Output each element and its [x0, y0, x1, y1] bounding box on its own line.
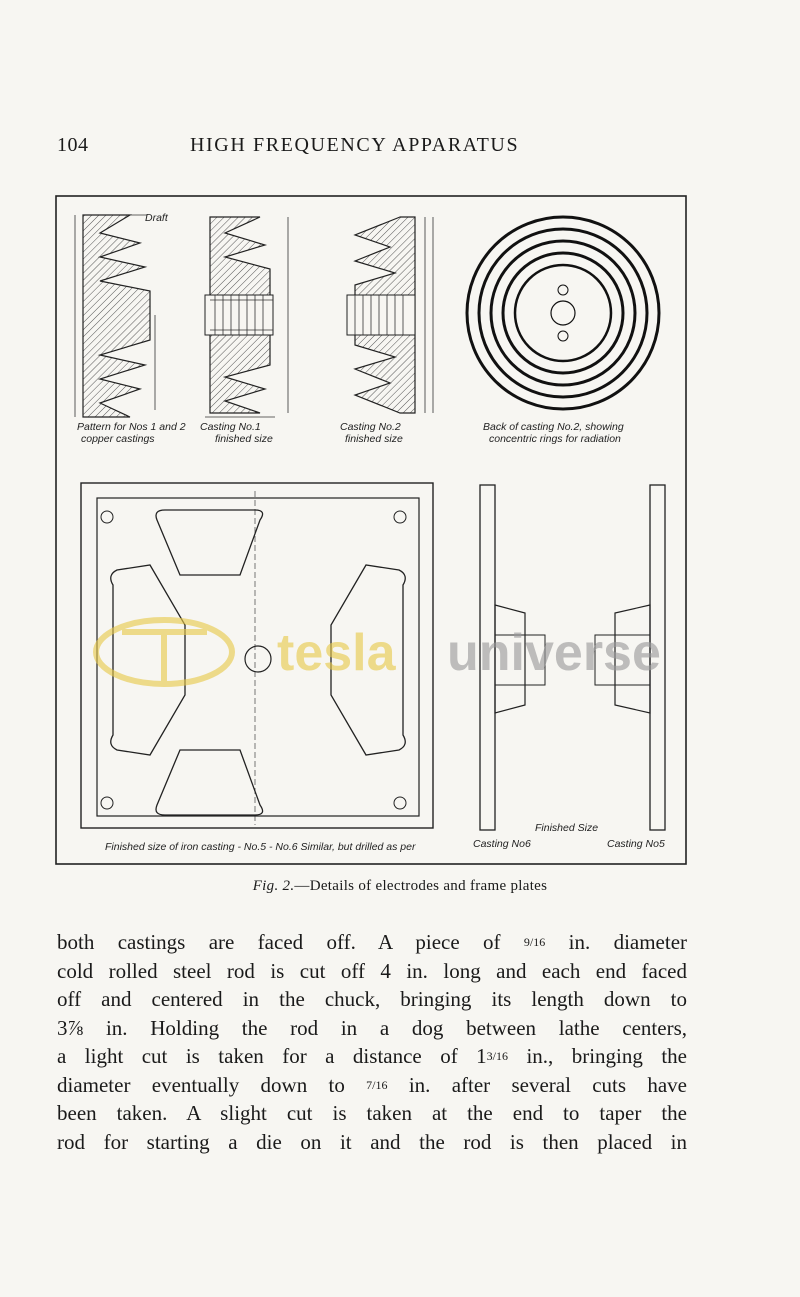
text-line: a light cut is taken for a distance of 1…: [57, 1044, 687, 1068]
label-draft: Draft: [145, 212, 169, 224]
caption-text: —Details of electrodes and frame plates: [294, 878, 548, 894]
label-casting5: Casting No5: [607, 838, 665, 850]
text-line: 3⅞ in. Holding the rod in a dog between …: [57, 1015, 687, 1040]
label-pattern-2: copper castings: [81, 433, 155, 445]
label-casting6: Casting No6: [473, 838, 531, 850]
label-casting2-1: Casting No.2: [340, 421, 401, 433]
text-line: cold rolled steel rod is cut off 4 in. l…: [57, 958, 687, 983]
page-header: 104 HIGH FREQUENCY APPARATUS: [0, 130, 800, 160]
label-casting1-1: Casting No.1: [200, 421, 261, 433]
label-finished-size: Finished Size: [535, 822, 598, 834]
watermark-logo-icon: [93, 617, 235, 687]
text-line: diameter eventually down to 7/16 in. aft…: [57, 1072, 688, 1097]
running-title: HIGH FREQUENCY APPARATUS: [190, 134, 520, 156]
label-pattern-1: Pattern for Nos 1 and 2: [77, 421, 186, 433]
text-line: both castings are faced off. A piece of …: [57, 930, 688, 954]
page-number: 104: [57, 134, 89, 156]
label-back-2: concentric rings for radiation: [489, 433, 621, 445]
text-line: off and centered in the chuck, bringing …: [57, 987, 687, 1011]
frame-plate-drawing: [80, 482, 434, 829]
tesla-universe-watermark: tesla universe: [92, 612, 722, 692]
caption-fig-ref: Fig. 2.: [252, 878, 295, 894]
label-back-1: Back of casting No.2, showing: [483, 421, 624, 433]
label-iron-casting: Finished size of iron casting - No.5 - N…: [105, 841, 416, 853]
pattern-drawing: [74, 214, 156, 418]
figure-technical-drawing: Pattern for Nos 1 and 2 copper castings …: [55, 195, 687, 865]
label-casting1-2: finished size: [215, 433, 273, 445]
text-line: rod for starting a die on it and the rod…: [57, 1129, 687, 1154]
figure-caption: Fig. 2.—Details of electrodes and frame …: [0, 878, 800, 895]
concentric-rings-drawing: [465, 215, 661, 411]
label-casting2-2: finished size: [345, 433, 403, 445]
casting-1-drawing: [204, 216, 289, 418]
side-view-casting-5: [594, 484, 666, 831]
casting-2-drawing: [346, 216, 434, 414]
watermark-word-universe: universe: [447, 624, 661, 682]
watermark-word-tesla: tesla: [277, 624, 397, 682]
body-paragraph: both castings are faced off. A piece of …: [57, 928, 687, 1156]
side-view-casting-6: [479, 484, 546, 831]
text-line: been taken. A slight cut is taken at the…: [57, 1101, 687, 1125]
